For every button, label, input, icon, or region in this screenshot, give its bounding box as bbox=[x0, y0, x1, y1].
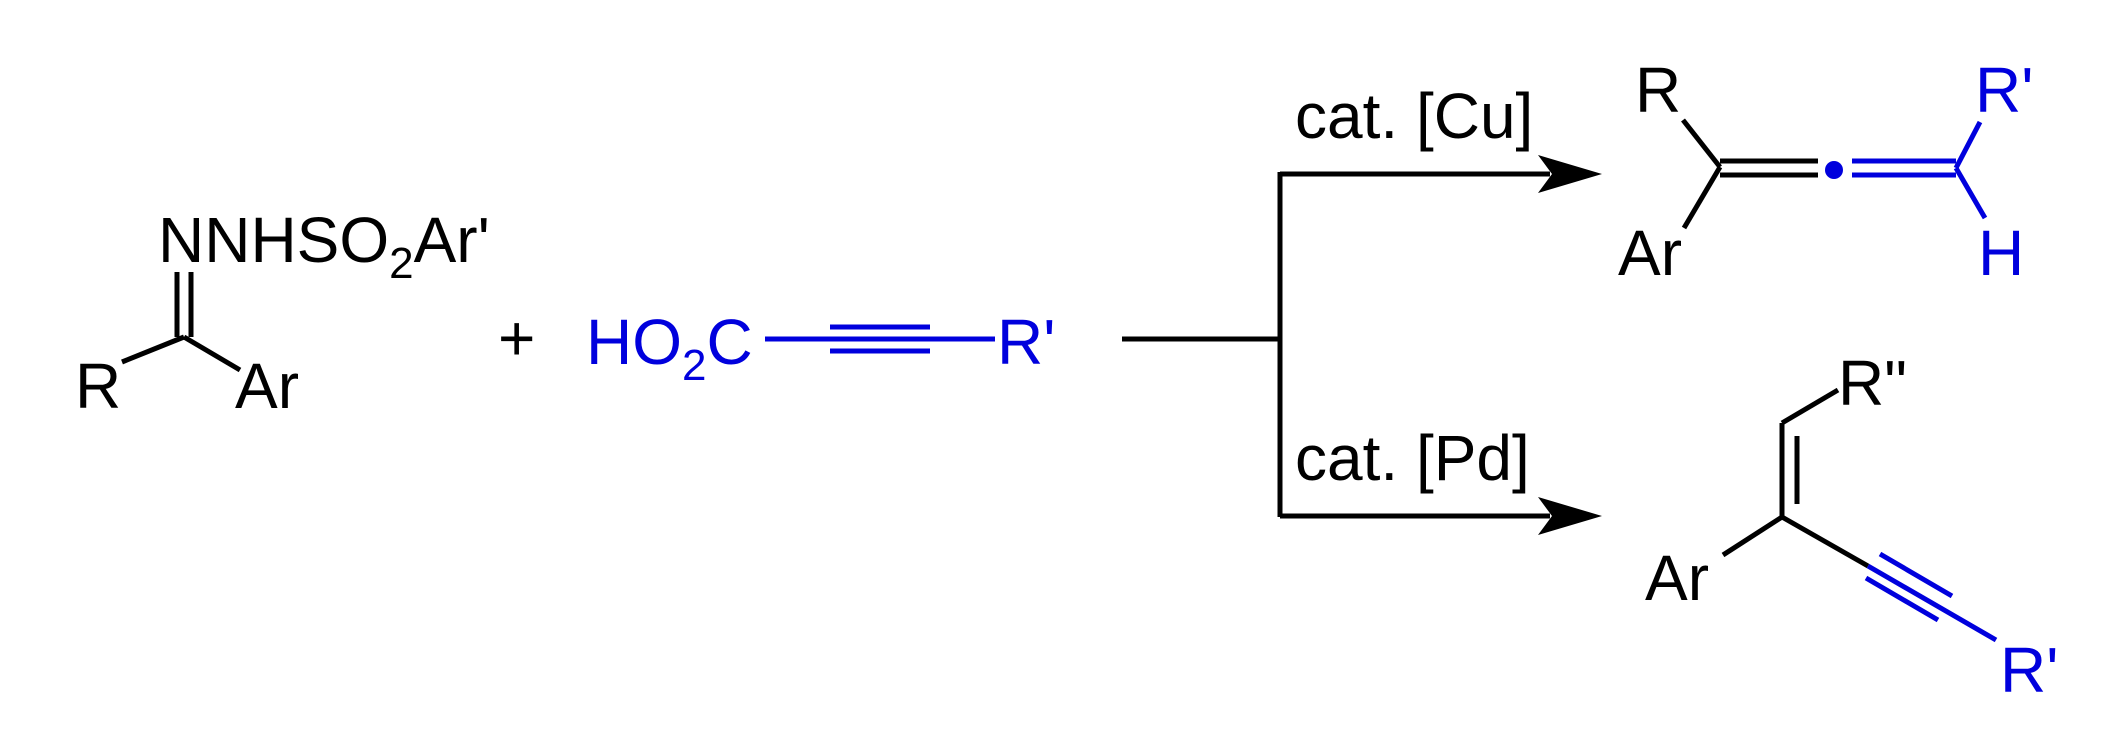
enyne-triple-bond-upper bbox=[1878, 551, 1954, 599]
product-enyne: R" Ar R' bbox=[1645, 347, 2058, 706]
allene-c-h-bond bbox=[1953, 166, 1988, 220]
product-allene: R Ar R' H bbox=[1618, 54, 2033, 289]
enyne-c-ar-bond bbox=[1721, 514, 1784, 558]
allene-r-prime-label: R' bbox=[1975, 54, 2033, 126]
hydrazone-group-label: NNHSO2Ar' bbox=[158, 204, 490, 288]
arrow-top-head bbox=[1538, 155, 1602, 193]
allene-h-label: H bbox=[1978, 217, 2024, 289]
arrow-bottom-head bbox=[1538, 497, 1602, 535]
enyne-ch-rdoubleprime-bond bbox=[1780, 387, 1840, 426]
enyne-ar-label: Ar bbox=[1645, 542, 1709, 614]
plus-sign: + bbox=[498, 302, 535, 374]
enyne-r-double-prime-label: R" bbox=[1838, 347, 1907, 419]
enyne-triple-bond-lower bbox=[1864, 575, 1940, 623]
condition-top-label: cat. [Cu] bbox=[1295, 80, 1533, 152]
enyne-triple-bond-center bbox=[1866, 563, 1998, 643]
enyne-r-prime-label: R' bbox=[2000, 634, 2058, 706]
reactant-hydrazone: NNHSO2Ar' R Ar bbox=[75, 204, 490, 422]
allene-central-carbon-dot bbox=[1825, 161, 1843, 179]
enyne-c-alkyne-bond bbox=[1780, 514, 1870, 569]
allene-ar-label: Ar bbox=[1618, 217, 1682, 289]
branch-arrows bbox=[1122, 155, 1602, 535]
allene-c-rprime-bond bbox=[1953, 120, 1983, 170]
c-ar-bond bbox=[182, 334, 242, 373]
hydrazone-r-label: R bbox=[75, 350, 121, 422]
allene-r-label: R bbox=[1635, 54, 1681, 126]
reactant-alkynoic-acid: HO2C R' bbox=[586, 306, 1055, 390]
c-r-bond bbox=[121, 334, 185, 365]
acid-r-prime-label: R' bbox=[997, 306, 1055, 378]
allene-c-r-bond bbox=[1681, 118, 1722, 169]
allene-c-ar-bond bbox=[1681, 165, 1723, 230]
hydrazone-ar-label: Ar bbox=[235, 350, 299, 422]
condition-bottom-label: cat. [Pd] bbox=[1295, 422, 1530, 494]
acid-group-label: HO2C bbox=[586, 306, 753, 390]
